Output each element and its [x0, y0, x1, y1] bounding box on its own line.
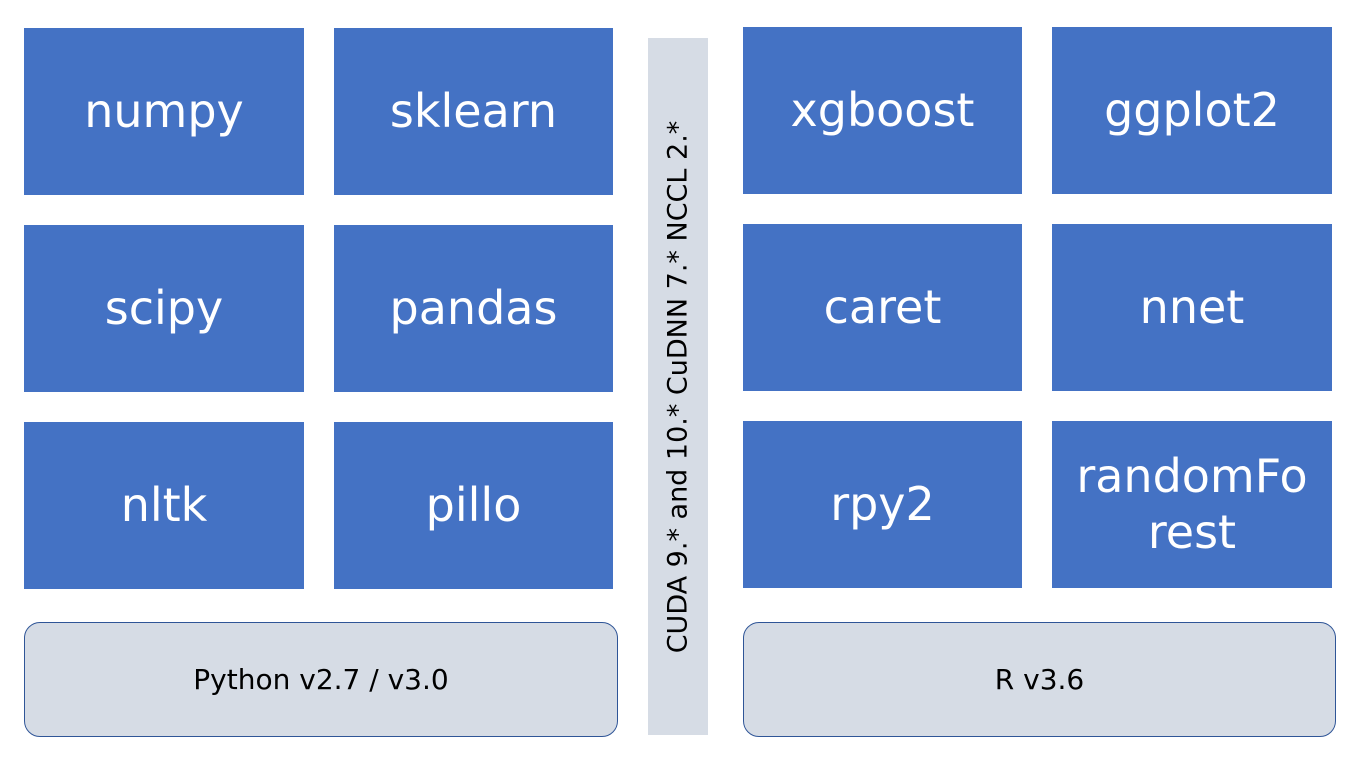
package-tile-randomforest: randomFo rest [1052, 421, 1332, 588]
package-tile-sklearn: sklearn [334, 28, 613, 195]
package-tile-scipy: scipy [24, 225, 304, 392]
gpu-layer-label: CUDA 9.* and 10.* CuDNN 7.* NCCL 2.* [662, 120, 694, 653]
package-label: nnet [1139, 279, 1245, 334]
package-label: xgboost [790, 82, 975, 137]
r-base-label: R v3.6 [994, 663, 1085, 696]
gpu-layer-bar: CUDA 9.* and 10.* CuDNN 7.* NCCL 2.* [648, 38, 708, 735]
package-tile-nnet: nnet [1052, 224, 1332, 391]
package-label: rpy2 [830, 476, 935, 531]
package-tile-ggplot2: ggplot2 [1052, 27, 1332, 194]
package-tile-pandas: pandas [334, 225, 613, 392]
package-tile-rpy2: rpy2 [743, 421, 1022, 588]
package-tile-pillo: pillo [334, 422, 613, 589]
r-base-layer: R v3.6 [743, 622, 1336, 737]
package-tile-numpy: numpy [24, 28, 304, 195]
package-tile-xgboost: xgboost [743, 27, 1022, 194]
python-base-layer: Python v2.7 / v3.0 [24, 622, 618, 737]
package-label: caret [823, 279, 942, 334]
package-label: pandas [389, 280, 558, 335]
package-label: scipy [104, 280, 224, 335]
package-tile-caret: caret [743, 224, 1022, 391]
python-base-label: Python v2.7 / v3.0 [193, 663, 449, 696]
package-label: pillo [425, 477, 522, 532]
package-label: ggplot2 [1104, 82, 1280, 137]
package-label: numpy [84, 83, 244, 138]
package-label: randomFo rest [1076, 449, 1308, 559]
package-label: sklearn [389, 83, 558, 138]
package-label: nltk [120, 477, 208, 532]
package-tile-nltk: nltk [24, 422, 304, 589]
